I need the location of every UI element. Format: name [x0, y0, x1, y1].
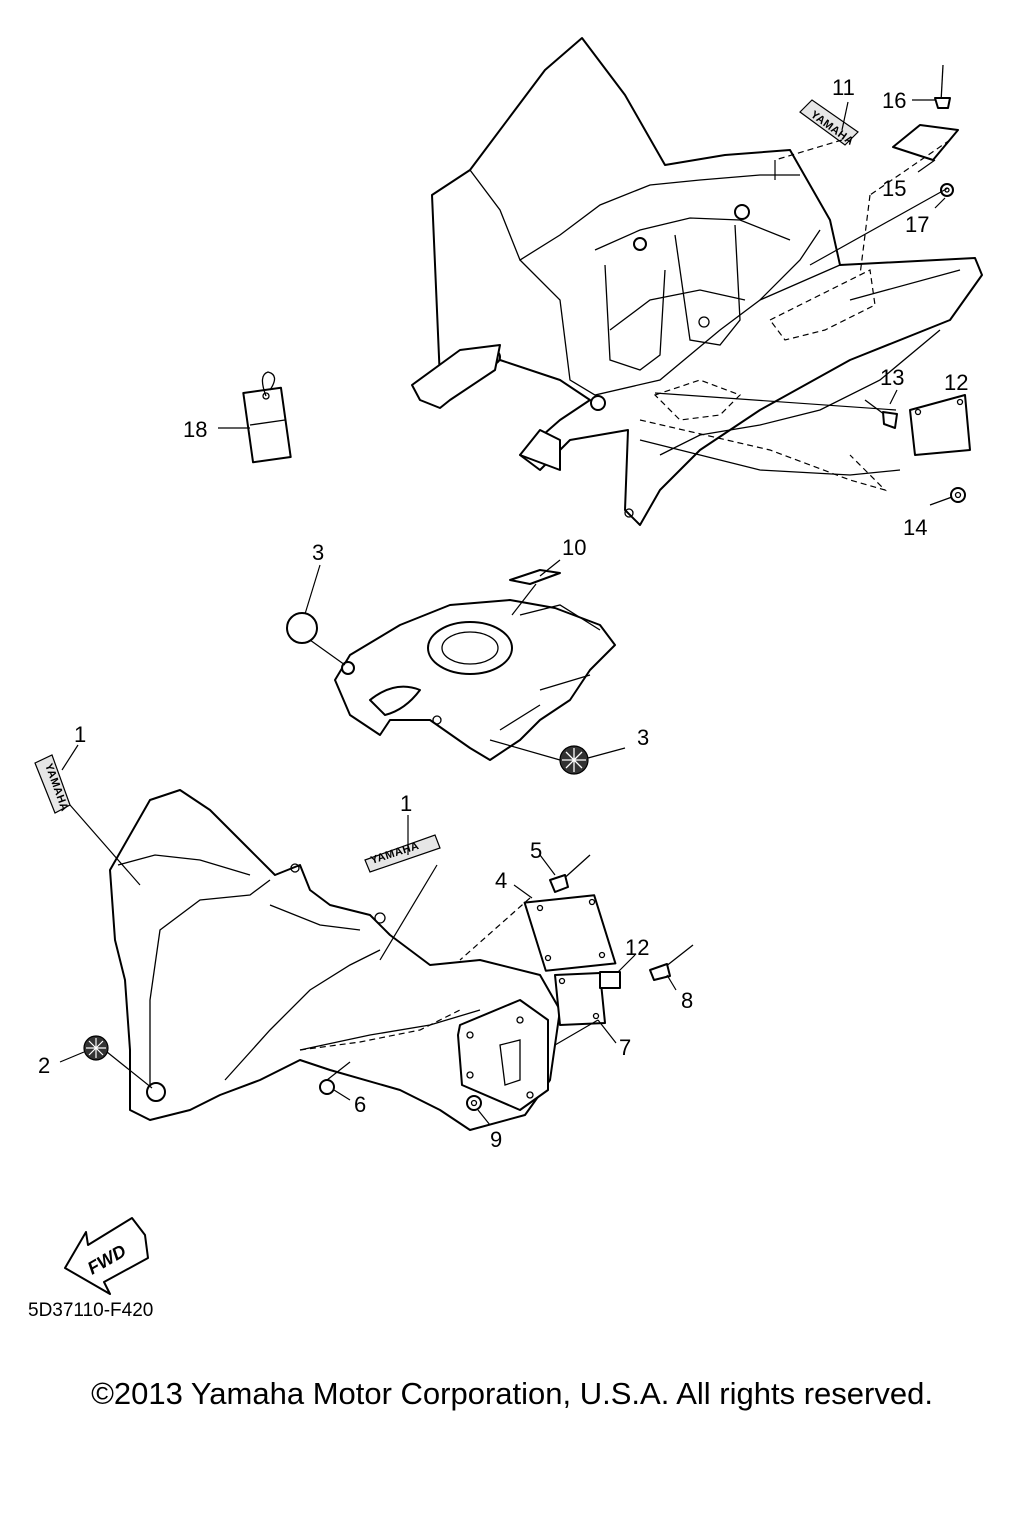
- callout-12-front: 12: [625, 935, 649, 960]
- parts-diagram: YAMAHA YAMAHA YAMAHA: [34, 37, 983, 1295]
- callout-5: 5: [530, 838, 542, 863]
- decal-10: [509, 569, 561, 585]
- fwd-arrow-icon: FWD: [64, 1217, 149, 1295]
- part-code: 5D37110-F420: [28, 1300, 154, 1321]
- callout-18: 18: [183, 417, 207, 442]
- plate-12-rear: [909, 394, 971, 456]
- rivet-5: [549, 854, 591, 893]
- callout-16: 16: [882, 88, 906, 113]
- callout-7: 7: [619, 1035, 631, 1060]
- front-fender: [109, 789, 561, 1131]
- clip-3-lower: [559, 745, 589, 775]
- decal-1-center: YAMAHA: [364, 834, 441, 873]
- callout-14: 14: [903, 515, 927, 540]
- callout-2: 2: [38, 1053, 50, 1078]
- plate-15: [892, 124, 959, 161]
- callout-11: 11: [832, 75, 855, 100]
- washer-6: [319, 1079, 335, 1095]
- plug-3-upper: [286, 612, 318, 644]
- rear-fender: [411, 37, 983, 526]
- callout-12-rear: 12: [944, 370, 968, 395]
- callout-3-lower: 3: [637, 725, 649, 750]
- copyright-notice: ©2013 Yamaha Motor Corporation, U.S.A. A…: [91, 1376, 933, 1411]
- callout-9: 9: [490, 1127, 502, 1152]
- washer-17: [940, 183, 954, 197]
- callout-3-upper: 3: [312, 540, 324, 565]
- plate-4: [523, 894, 617, 972]
- callout-15: 15: [882, 176, 906, 201]
- tank-cover: [334, 599, 616, 761]
- callouts: 11 16 15 17 13 12 14 18 3 10 3 1 1 5 4 1…: [38, 75, 968, 1152]
- callout-4: 4: [495, 868, 507, 893]
- callout-13: 13: [880, 365, 904, 390]
- tag-18: [242, 371, 292, 464]
- callout-17: 17: [905, 212, 929, 237]
- rivet-13: [864, 399, 898, 429]
- callout-1-left: 1: [74, 722, 86, 747]
- rivet-8: [649, 944, 694, 981]
- decal-11: YAMAHA: [799, 99, 859, 148]
- rivet-16: [934, 64, 951, 109]
- leader-lines: [59, 99, 953, 1126]
- washer-14: [950, 487, 966, 503]
- callout-1-center: 1: [400, 791, 412, 816]
- callout-8: 8: [681, 988, 693, 1013]
- clip-2: [83, 1035, 109, 1061]
- washer-9: [466, 1095, 482, 1111]
- callout-6: 6: [354, 1092, 366, 1117]
- plate-12-front: [599, 971, 621, 989]
- callout-10: 10: [562, 535, 586, 560]
- plate-7: [554, 972, 606, 1026]
